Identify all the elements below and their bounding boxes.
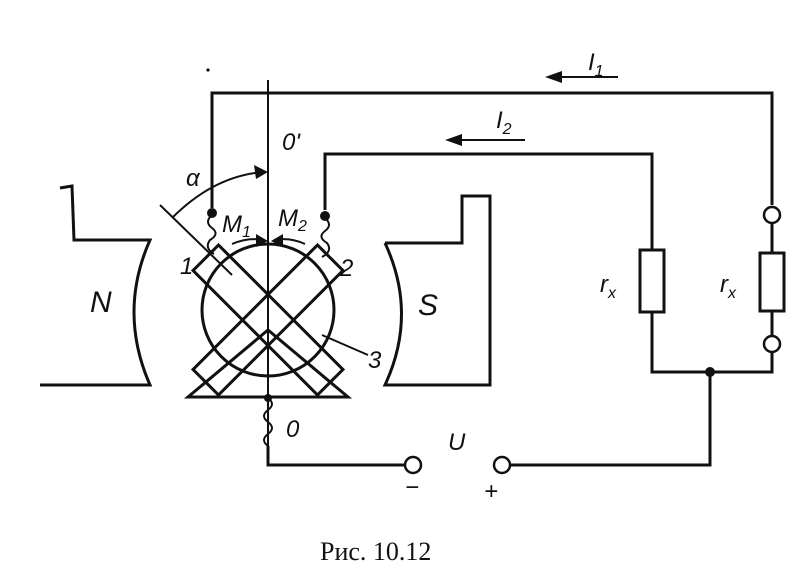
bottom-pivot [264, 394, 272, 402]
plus-terminal [492, 455, 512, 475]
outer-terminal-bottom [762, 334, 782, 354]
i1-arrowhead [545, 71, 562, 83]
minus-label: − [405, 474, 419, 501]
north-pole-piece [40, 184, 153, 387]
outer-terminal-top [762, 205, 782, 225]
bottom-spring [263, 397, 273, 447]
coil-2-frame [190, 242, 346, 398]
voltage-label: U [448, 429, 466, 456]
inner-resistor-label: rx [600, 271, 617, 302]
angle-arrowhead [254, 165, 268, 179]
coil-1-terminal [207, 208, 217, 218]
angle-arc [171, 171, 266, 219]
outer-resistor-label: rx [720, 271, 737, 302]
outer-return-wire [710, 352, 774, 374]
south-pole-piece [382, 194, 492, 387]
minus-terminal [403, 455, 423, 475]
m1-label: M1 [222, 211, 251, 241]
north-pole-label: N [90, 286, 112, 319]
m2-label: M2 [278, 205, 307, 235]
plus-label: + [484, 478, 498, 505]
i1-label: I1 [588, 49, 604, 80]
supply-plus-wire [510, 372, 712, 467]
inner-circuit-wire [323, 152, 654, 250]
stray-dot [206, 68, 210, 72]
axis-top-label: 0' [282, 129, 301, 156]
outer-circuit-wire [210, 91, 774, 208]
i2-arrowhead [445, 134, 462, 146]
angle-label: α [186, 165, 201, 192]
coil-2-terminal [320, 211, 330, 221]
axis-bottom-label: 0 [286, 416, 300, 443]
figure-caption: Рис. 10.12 [320, 537, 431, 566]
inner-resistor [638, 248, 666, 314]
m1-arrowhead [256, 234, 268, 247]
rotor-label: 3 [368, 347, 382, 374]
i2-label: I2 [496, 107, 512, 138]
supply-minus-wire [266, 446, 405, 467]
outer-resistor [758, 251, 786, 313]
coil-1-frame [190, 242, 346, 398]
rotor-leader [321, 334, 369, 356]
coil-1-spring [206, 214, 217, 255]
coil-2-label: 2 [339, 255, 353, 282]
coil-1-label: 1 [180, 253, 193, 280]
inner-return-wire [650, 312, 710, 374]
m2-arrowhead [271, 234, 283, 247]
coil-2-spring [320, 217, 331, 258]
south-pole-label: S [418, 289, 438, 322]
